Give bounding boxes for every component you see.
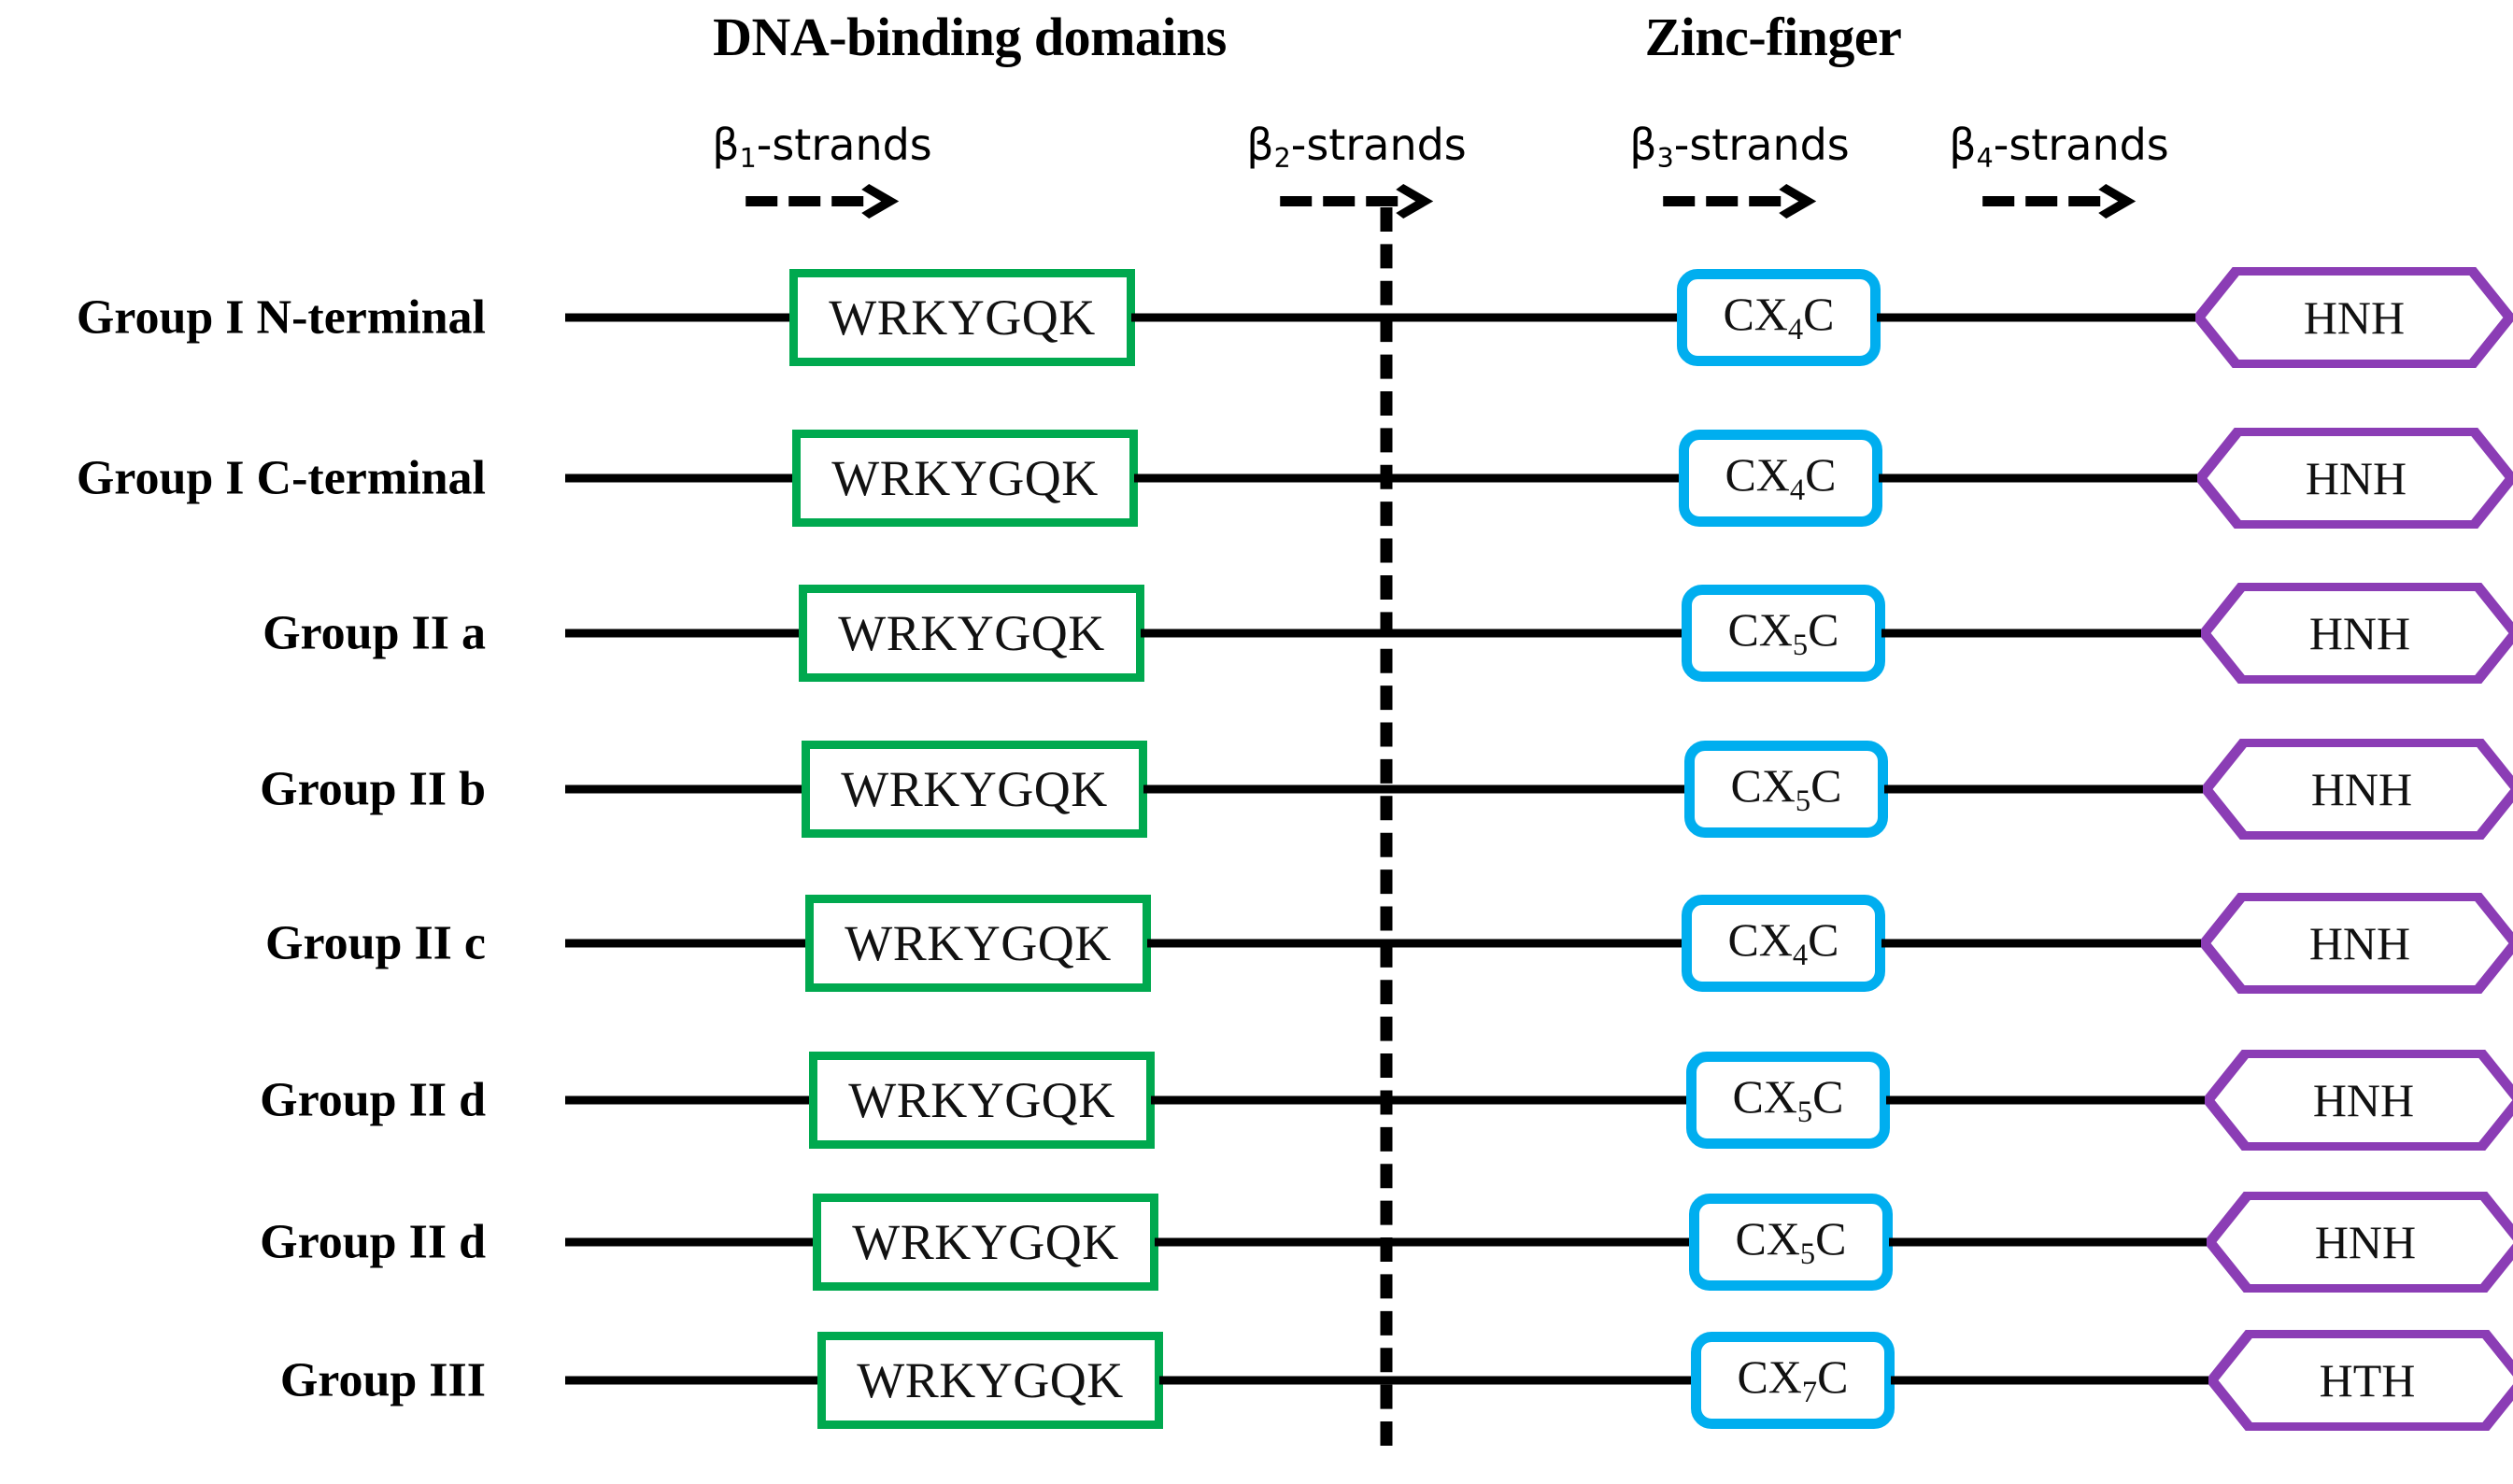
backbone-segment-3-row-2 [1879, 473, 2229, 483]
backbone-segment-1-row-7 [565, 1237, 816, 1247]
domain-hexagon-row-4: HNH [2203, 739, 2513, 840]
backbone-segment-2-row-7 [1155, 1237, 1693, 1247]
backbone-segment-3-row-6 [1886, 1095, 2236, 1105]
row-label-6: Group II d [260, 1073, 486, 1127]
zinc-finger-label-row-7: CX5C [1735, 1211, 1847, 1271]
strand-group-beta4: β4-strands [1949, 123, 2169, 224]
row-label-3: Group II a [263, 606, 486, 660]
zinc-finger-box-row-8: CX7C [1691, 1332, 1895, 1429]
zinc-finger-box-row-2: CX4C [1679, 430, 1882, 527]
backbone-segment-3-row-8 [1891, 1376, 2240, 1385]
domain-hexagon-row-1: HNH [2195, 267, 2513, 368]
backbone-segment-1-row-6 [565, 1095, 813, 1105]
zinc-finger-box-row-5: CX4C [1682, 895, 1885, 992]
wrky-box-row-5: WRKYGQK [805, 895, 1151, 992]
backbone-segment-2-row-5 [1147, 939, 1685, 948]
zinc-finger-label-row-3: CX5C [1727, 602, 1839, 662]
domain-hexagon-row-8: HTH [2208, 1330, 2513, 1431]
wrky-box-row-1: WRKYGQK [789, 269, 1135, 366]
beta2-divider-line [1380, 207, 1393, 1446]
backbone-segment-1-row-5 [565, 939, 809, 948]
domain-hexagon-row-7: HNH [2207, 1192, 2513, 1293]
strand-label-beta1: β1-strands [712, 120, 932, 174]
zinc-finger-box-row-3: CX5C [1682, 585, 1885, 682]
wrky-box-row-8: WRKYGQK [817, 1332, 1163, 1429]
wrky-box-label-row-5: WRKYGQK [845, 915, 1112, 971]
backbone-segment-1-row-2 [565, 473, 796, 483]
zinc-finger-label-row-5: CX4C [1727, 912, 1839, 972]
zinc-finger-label-row-8: CX7C [1737, 1350, 1849, 1409]
row-label-7: Group II d [260, 1215, 486, 1269]
backbone-segment-3-row-5 [1881, 939, 2233, 948]
zinc-finger-box-row-1: CX4C [1677, 269, 1881, 366]
wrky-box-row-6: WRKYGQK [809, 1052, 1155, 1149]
zinc-finger-box-row-6: CX5C [1686, 1052, 1890, 1149]
wrky-box-label-row-1: WRKYGQK [829, 290, 1096, 346]
wrky-box-label-row-7: WRKYGQK [852, 1214, 1119, 1270]
domain-hexagon-row-3: HNH [2201, 583, 2513, 684]
strand-label-beta2: β2-strands [1246, 120, 1467, 174]
wrky-box-row-3: WRKYGQK [799, 585, 1144, 682]
dashed-arrow-right-icon [1949, 182, 2169, 224]
backbone-segment-3-row-3 [1881, 629, 2233, 638]
wrky-box-row-7: WRKYGQK [813, 1194, 1158, 1291]
dashed-arrow-right-icon [1629, 182, 1850, 224]
wrky-box-label-row-3: WRKYGQK [838, 605, 1105, 661]
domain-hexagon-row-5: HNH [2201, 893, 2513, 994]
zinc-finger-label-row-1: CX4C [1723, 287, 1835, 346]
zinc-finger-box-row-7: CX5C [1689, 1194, 1893, 1291]
wrky-box-label-row-2: WRKYGQK [831, 450, 1099, 506]
row-label-2: Group I C-terminal [76, 451, 486, 505]
wrky-box-row-4: WRKYGQK [802, 741, 1147, 838]
section-title-zinc-finger: Zinc-finger [1644, 7, 1902, 67]
strand-label-beta3: β3-strands [1629, 120, 1850, 174]
strand-label-beta4: β4-strands [1949, 120, 2169, 174]
strand-group-beta2: β2-strands [1246, 123, 1467, 224]
backbone-segment-1-row-3 [565, 629, 802, 638]
dashed-arrow-right-icon [712, 182, 932, 224]
backbone-segment-3-row-4 [1884, 784, 2235, 794]
backbone-segment-1-row-1 [565, 313, 793, 322]
wrky-box-label-row-8: WRKYGQK [857, 1352, 1124, 1408]
row-label-8: Group III [279, 1353, 486, 1407]
backbone-segment-3-row-7 [1889, 1237, 2238, 1247]
wrky-box-row-2: WRKYGQK [792, 430, 1138, 527]
domain-hexagon-row-6: HNH [2205, 1050, 2513, 1151]
section-title-dna-binding-domains: DNA-binding domains [713, 7, 1227, 67]
backbone-segment-2-row-4 [1143, 784, 1688, 794]
wrky-box-label-row-6: WRKYGQK [848, 1072, 1115, 1128]
zinc-finger-box-row-4: CX5C [1684, 741, 1888, 838]
zinc-finger-label-row-2: CX4C [1725, 447, 1837, 507]
backbone-segment-1-row-8 [565, 1376, 821, 1385]
backbone-segment-1-row-4 [565, 784, 805, 794]
row-label-4: Group II b [260, 762, 486, 816]
backbone-segment-2-row-6 [1151, 1095, 1690, 1105]
zinc-finger-label-row-4: CX5C [1730, 758, 1842, 818]
backbone-segment-2-row-1 [1131, 313, 1681, 322]
backbone-segment-2-row-2 [1134, 473, 1682, 483]
row-label-1: Group I N-terminal [76, 290, 486, 345]
zinc-finger-label-row-6: CX5C [1732, 1069, 1844, 1129]
backbone-segment-2-row-8 [1159, 1376, 1695, 1385]
backbone-segment-2-row-3 [1141, 629, 1685, 638]
wrky-box-label-row-4: WRKYGQK [841, 761, 1108, 817]
backbone-segment-3-row-1 [1877, 313, 2227, 322]
domain-hexagon-row-2: HNH [2197, 428, 2513, 529]
strand-group-beta3: β3-strands [1629, 123, 1850, 224]
strand-group-beta1: β1-strands [712, 123, 932, 224]
dashed-arrow-right-icon [1246, 182, 1467, 224]
row-label-5: Group II c [265, 916, 486, 970]
